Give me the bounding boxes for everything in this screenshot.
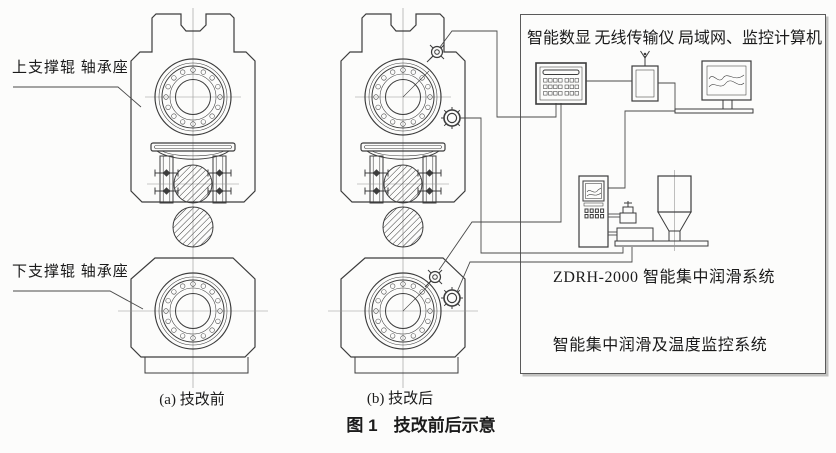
- roll-stand-after: [328, 8, 478, 388]
- caption-before: (a) 技改前: [159, 392, 225, 408]
- temp-sensor-upper-icon: [441, 107, 463, 129]
- signal-line-lower-vibration: [438, 103, 562, 271]
- wireless-transmitter: [631, 50, 659, 102]
- digital-display-panel: [535, 62, 587, 105]
- pipe-line-upper-temp: [460, 117, 624, 254]
- header-digital-display: 智能数显: [527, 30, 592, 47]
- monitoring-system-box: [520, 14, 826, 374]
- figure-caption-number: 图 1: [346, 416, 378, 435]
- lubrication-cabinet: [578, 175, 609, 248]
- label-upper-bearing-seat: 上支撑辊 轴承座: [12, 60, 129, 76]
- monitoring-computer: [674, 60, 754, 114]
- roll-stand-before: [118, 8, 268, 388]
- bearing-diagonal-lower: [402, 284, 430, 312]
- leader-lower-label: [13, 290, 144, 310]
- temp-sensor-lower-icon: [441, 287, 463, 309]
- monitoring-system-title: 智能集中润滑及温度监控系统: [552, 337, 768, 354]
- vibration-sensor-lower-icon: [424, 269, 443, 288]
- link-transmitter-computer: [658, 82, 676, 109]
- system-box-header: 智能数显 无线传输仪 局域网、监控计算机: [527, 24, 822, 48]
- label-lower-bearing-seat: 下支撑辊 轴承座: [12, 264, 129, 280]
- grease-hopper: [657, 170, 692, 251]
- vibration-sensor-upper-icon: [426, 44, 445, 63]
- figure-caption-title: 技改前后示意: [393, 416, 496, 435]
- figure-caption: 图 1 技改前后示意: [346, 416, 495, 436]
- bearing-diagonal-upper: [402, 70, 430, 98]
- link-computer-cabinet: [608, 110, 675, 189]
- lubrication-system-label: ZDRH-2000 智能集中润滑系统: [553, 269, 775, 286]
- leader-upper-label: [13, 86, 142, 108]
- signal-line-upper-vibration: [439, 30, 557, 118]
- pipe-line-lower-temp: [456, 247, 633, 293]
- header-wireless-transmitter: 无线传输仪: [594, 30, 675, 47]
- caption-after: (b) 技改后: [366, 391, 434, 407]
- grease-pump: [608, 201, 709, 247]
- header-lan-computer: 局域网、监控计算机: [677, 30, 822, 47]
